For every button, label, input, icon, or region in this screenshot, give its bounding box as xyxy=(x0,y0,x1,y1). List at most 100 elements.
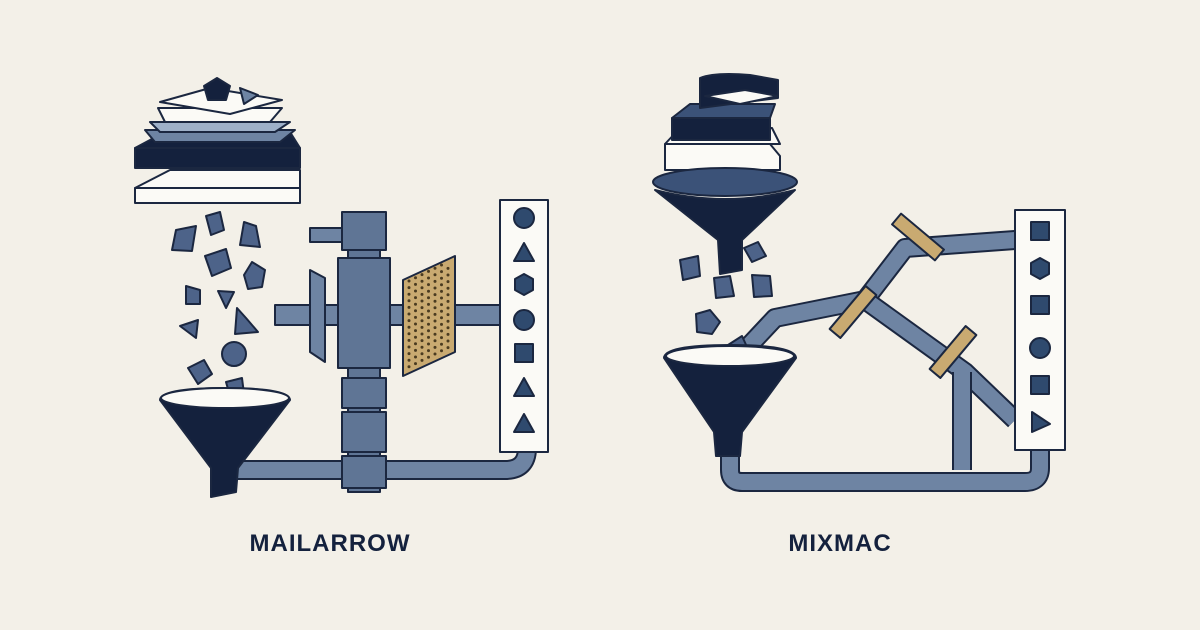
funnel-right xyxy=(663,344,797,457)
pipe-couplings xyxy=(828,212,978,379)
mesh-hole xyxy=(420,286,424,290)
mesh-hole xyxy=(407,358,411,362)
mesh-hole xyxy=(420,325,424,329)
mesh-hole xyxy=(420,345,424,349)
mesh-hole xyxy=(446,346,450,350)
mesh-hole xyxy=(407,319,411,323)
hexagon-icon xyxy=(1030,257,1050,280)
mesh-hole xyxy=(440,263,443,267)
mesh-hole xyxy=(407,299,411,303)
mesh-hole xyxy=(414,282,417,286)
triangle-icon xyxy=(1031,411,1051,433)
mesh-hole xyxy=(414,289,417,293)
mesh-hole xyxy=(407,305,411,309)
filter-plate xyxy=(309,269,326,363)
mesh-hole xyxy=(440,342,443,346)
mesh-hole xyxy=(414,296,417,300)
mesh-hole xyxy=(420,292,424,296)
mesh-hole xyxy=(433,332,437,336)
mesh-hole xyxy=(440,303,443,307)
mesh-hole xyxy=(446,332,450,336)
mesh-hole xyxy=(414,309,417,313)
mesh-hole xyxy=(427,342,430,346)
mesh-hole xyxy=(427,329,430,333)
mesh-hole xyxy=(414,355,417,359)
mesh-hole xyxy=(407,279,411,283)
mesh-hole xyxy=(414,302,417,306)
triangle-icon xyxy=(239,87,259,105)
falling-particles-right xyxy=(679,241,773,359)
mesh-hole xyxy=(414,348,417,352)
mesh-hole xyxy=(420,312,424,316)
block-stack xyxy=(664,73,781,171)
mesh-hole xyxy=(433,306,437,310)
mesh-hole xyxy=(433,339,437,343)
mesh-hole xyxy=(446,293,450,297)
mesh-hole xyxy=(440,322,443,326)
mesh-hole xyxy=(440,289,443,293)
mesh-hole xyxy=(433,279,437,283)
mesh-hole xyxy=(427,296,430,300)
mesh-hole xyxy=(440,296,443,300)
mesh-hole xyxy=(427,335,430,339)
mesh-hole xyxy=(427,309,430,313)
square-icon xyxy=(1030,221,1050,241)
pentagon-icon xyxy=(203,77,231,101)
mesh-hole xyxy=(440,329,443,333)
mesh-hole xyxy=(440,349,443,353)
mesh-hole xyxy=(446,319,450,323)
mesh-hole xyxy=(427,302,430,306)
mesh-hole xyxy=(440,309,443,313)
mesh-hole xyxy=(427,349,430,353)
mesh-hole xyxy=(420,319,424,323)
mesh-hole xyxy=(433,273,437,277)
mesh-hole xyxy=(440,270,443,274)
square-icon xyxy=(1030,375,1050,395)
mixmac-label: MIXMAC xyxy=(788,530,892,557)
funnel-left xyxy=(159,387,291,498)
square-icon xyxy=(514,343,534,363)
mesh-hole xyxy=(446,273,450,277)
mesh-hole xyxy=(446,339,450,343)
mesh-hole xyxy=(427,269,430,273)
mesh-hole xyxy=(420,279,424,283)
mesh-hole xyxy=(440,336,443,340)
mesh-hole xyxy=(414,335,417,339)
output-column-right xyxy=(1014,209,1066,451)
mesh-hole xyxy=(433,326,437,330)
mesh-hole xyxy=(414,276,417,280)
mesh-hole xyxy=(414,329,417,333)
mesh-hole xyxy=(446,299,450,303)
mesh-hole xyxy=(433,266,437,270)
mesh-hole xyxy=(407,292,411,296)
mesh-hole xyxy=(433,286,437,290)
mesh-hole xyxy=(420,339,424,343)
mesh-hole xyxy=(407,345,411,349)
mailarrow-diagram xyxy=(134,77,549,498)
mesh-hole xyxy=(446,326,450,330)
mesh-hole xyxy=(446,286,450,290)
mesh-hole xyxy=(433,293,437,297)
mesh-hole xyxy=(433,345,437,349)
mesh-hole xyxy=(407,338,411,342)
mesh-hole xyxy=(427,322,430,326)
circle-icon xyxy=(513,207,535,229)
square-icon xyxy=(1030,295,1050,315)
mesh-hole xyxy=(420,352,424,356)
mesh-hole xyxy=(433,312,437,316)
mesh-hole xyxy=(414,342,417,346)
mailarrow-label: MAILARROW xyxy=(249,530,411,557)
mesh-hole xyxy=(414,315,417,319)
mesh-hole xyxy=(440,283,443,287)
layer-stack xyxy=(134,77,301,204)
mesh-hole xyxy=(420,358,424,362)
mesh-hole xyxy=(446,280,450,284)
mesh-hole xyxy=(433,319,437,323)
mesh-hole xyxy=(446,306,450,310)
mesh-hole xyxy=(427,289,430,293)
mesh-hole xyxy=(407,286,411,290)
falling-particles-left xyxy=(171,211,266,397)
mesh-hole xyxy=(440,276,443,280)
mesh-hole xyxy=(446,313,450,317)
